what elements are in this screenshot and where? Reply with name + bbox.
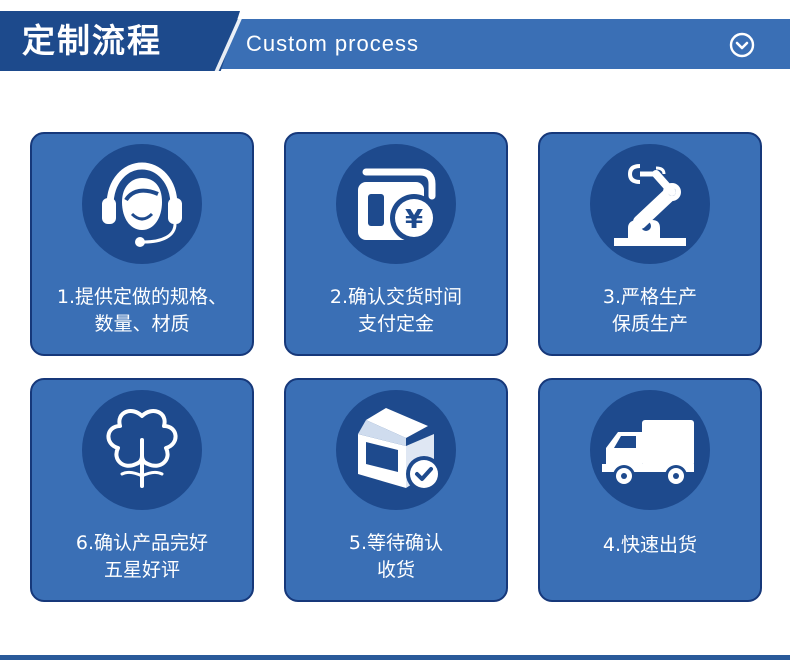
step-label-line-2: 数量、材质 (94, 313, 190, 335)
step-label-line-1: 6.确认产品完好 (75, 532, 209, 554)
step-card-4: 4.快速出货 (538, 378, 762, 602)
step-label-line-1: 3.严格生产 (602, 286, 698, 308)
page-subtitle: Custom process (246, 31, 419, 56)
robot-arm-icon (614, 164, 686, 246)
bottom-divider (0, 655, 790, 660)
step-label: 2.确认交货时间 支付定金 (286, 284, 506, 338)
yuan-payment-card-icon: ¥ (358, 168, 438, 242)
header-title-block (0, 11, 240, 71)
step-label-line-1: 5.等待确认 (348, 532, 444, 554)
step-label: 4.快速出货 (540, 532, 760, 559)
step-card-3: 3.严格生产 保质生产 (538, 132, 762, 356)
step-label-line-2: 收货 (376, 559, 415, 581)
section-header: 定制流程 Custom process (0, 0, 790, 90)
step-label: 3.严格生产 保质生产 (540, 284, 760, 338)
step-card-5: 5.等待确认 收货 (284, 378, 508, 602)
step-label: 1.提供定做的规格、 数量、材质 (32, 284, 252, 338)
step-label-line-1: 2.确认交货时间 (329, 286, 463, 308)
step-label: 5.等待确认 收货 (286, 530, 506, 584)
icon-badge (336, 390, 456, 510)
icon-badge (590, 144, 710, 264)
step-card-2: ¥ 2.确认交货时间 支付定金 (284, 132, 508, 356)
step-label-line-2: 五星好评 (103, 559, 180, 581)
icon-badge (590, 390, 710, 510)
package-check-icon (358, 408, 442, 492)
page-title: 定制流程 (22, 21, 162, 60)
step-label-line-2: 支付定金 (357, 313, 434, 335)
customer-service-headset-icon (102, 162, 182, 247)
svg-text:¥: ¥ (405, 205, 423, 235)
icon-badge (82, 144, 202, 264)
flower-icon (106, 409, 178, 488)
step-card-1: 1.提供定做的规格、 数量、材质 (30, 132, 254, 356)
icon-badge: ¥ (336, 144, 456, 264)
step-card-6: 6.确认产品完好 五星好评 (30, 378, 254, 602)
step-label: 6.确认产品完好 五星好评 (32, 530, 252, 584)
chevron-down-circle-icon[interactable] (729, 32, 755, 58)
step-label-line-2: 保质生产 (611, 313, 688, 335)
step-label-line-1: 4.快速出货 (602, 534, 698, 556)
delivery-truck-icon (602, 420, 694, 487)
step-label-line-1: 1.提供定做的规格、 (56, 286, 228, 308)
icon-badge (82, 390, 202, 510)
